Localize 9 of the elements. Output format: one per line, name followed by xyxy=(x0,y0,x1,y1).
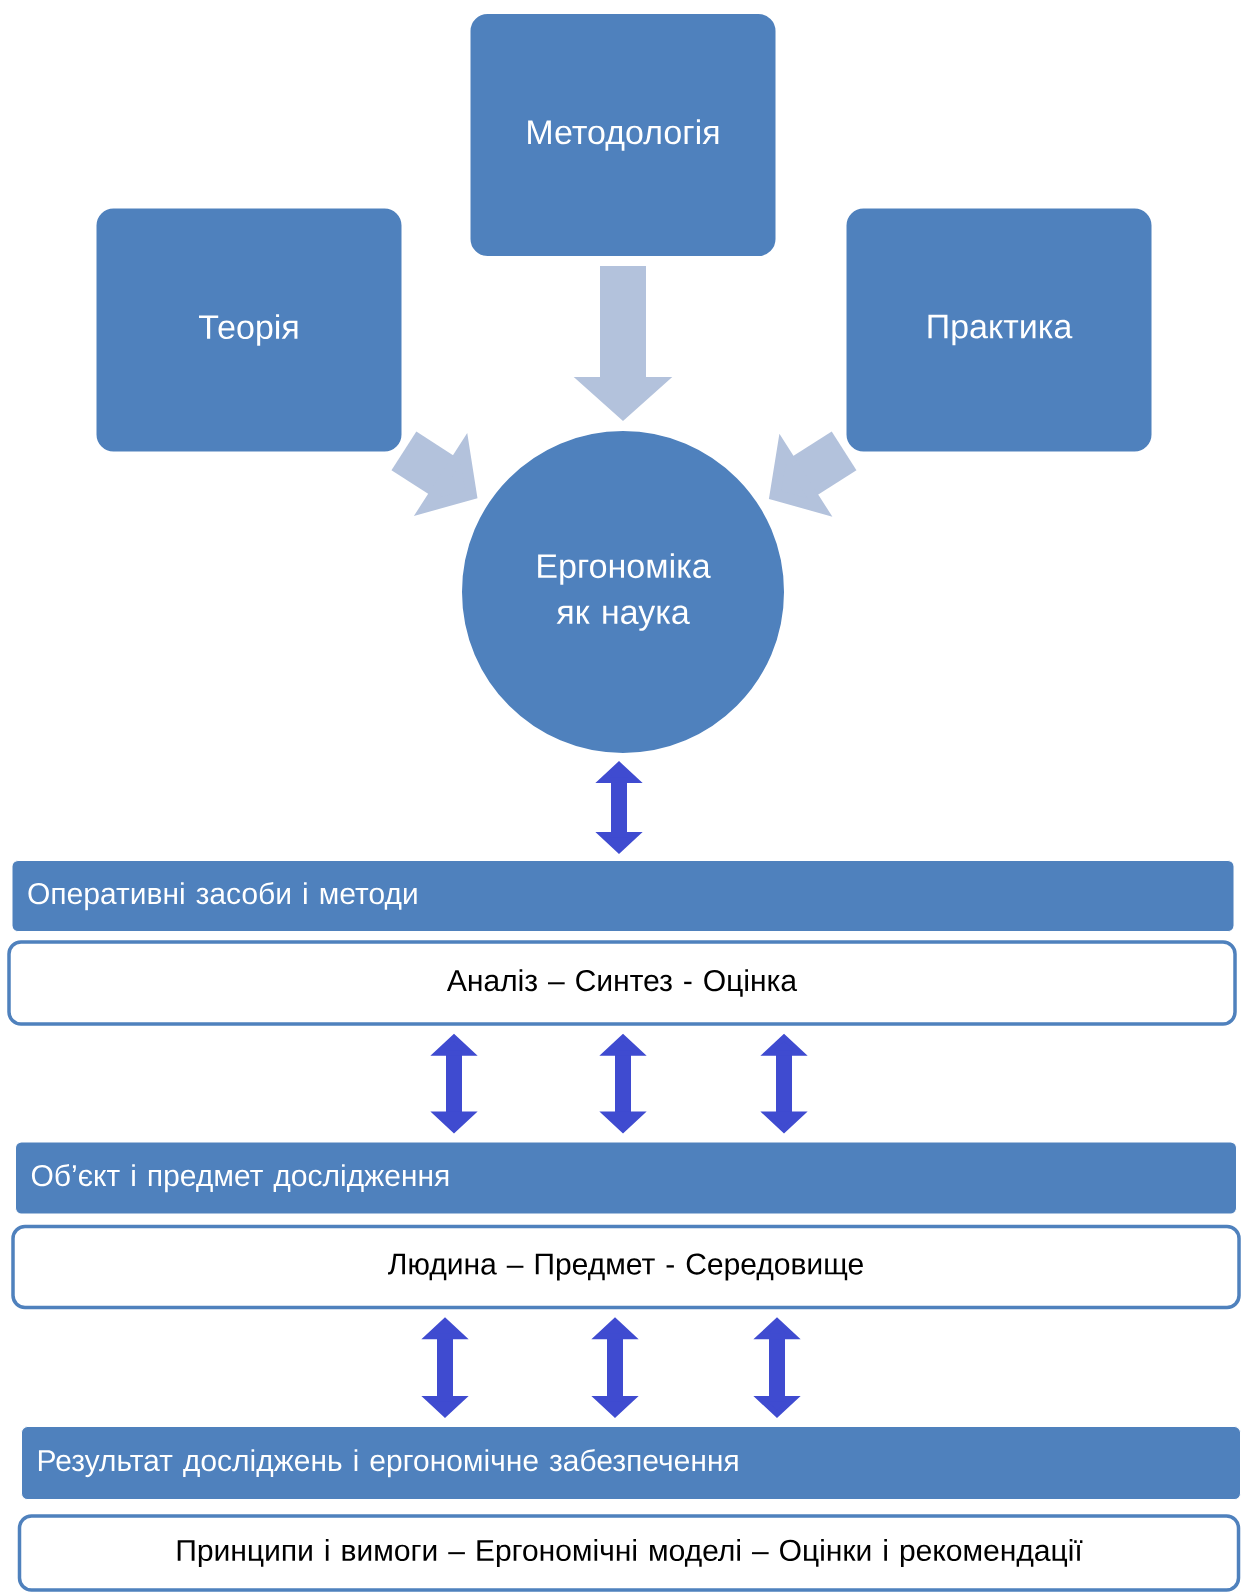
section-header-band: Об’єкт і предмет дослідження xyxy=(15,1141,1237,1215)
content-box: Аналіз – Синтез - Оцінка xyxy=(7,940,1237,1026)
topic-box: Практика xyxy=(844,206,1154,454)
topic-box: Теорія xyxy=(94,206,404,454)
section-header-band: Результат досліджень і ергономічне забезпечення xyxy=(21,1426,1241,1500)
content-box: Принципи і вимоги – Ергономічні моделі – Оцінки і рекомендації xyxy=(17,1514,1241,1592)
section-header-band: Оперативні засоби і методи xyxy=(11,860,1235,932)
topic-box: Методологія xyxy=(468,12,778,258)
content-box: Людина – Предмет - Середовище xyxy=(11,1224,1241,1310)
